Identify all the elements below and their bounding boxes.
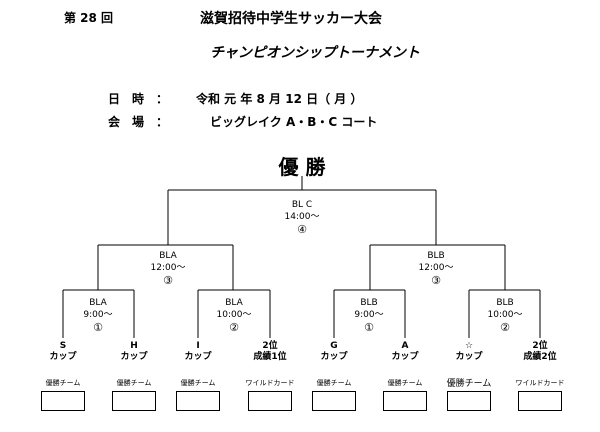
team-slot-5: G カップ: [320, 341, 347, 363]
team-name: G: [330, 341, 338, 351]
match-time: 14:00〜: [284, 212, 320, 222]
team-name: I: [196, 341, 200, 351]
champion-heading: 優 勝: [278, 155, 326, 179]
team-slot-4: 2位 成績1位: [253, 341, 286, 363]
team-note: 優勝チーム: [387, 379, 423, 387]
team-qualifier: カップ: [49, 352, 77, 362]
team-name: ☆: [464, 341, 474, 351]
team-qualifier: 成績2位: [523, 352, 557, 362]
venue-value: ビッグレイク A・B・C コート: [210, 115, 378, 129]
match-number: ③: [163, 274, 173, 287]
team-slot-7: ☆ カップ: [455, 341, 482, 363]
venue-label: 会 場 ：: [108, 115, 169, 129]
match-time: 12:00〜: [418, 263, 454, 273]
team-note: ワイルドカード: [515, 379, 565, 387]
team-note: 優勝チーム: [180, 379, 216, 387]
quarter-match-3: BLB 9:00〜 ①: [354, 297, 383, 334]
match-time: 9:00〜: [354, 310, 384, 320]
team-name: 2位: [262, 341, 278, 351]
match-court: BLB: [427, 251, 445, 261]
result-box: [383, 391, 427, 411]
team-note: 優勝チーム: [45, 379, 81, 387]
result-box: [176, 391, 220, 411]
team-name: A: [401, 341, 409, 351]
team-name: H: [130, 341, 138, 351]
quarter-match-4: BLB 10:00〜 ②: [488, 297, 523, 334]
edition-label: 第 28 回: [64, 11, 114, 25]
match-court: BL C: [291, 200, 313, 210]
match-court: BLA: [159, 251, 177, 261]
match-time: 10:00〜: [487, 310, 523, 320]
match-number: ③: [431, 274, 441, 287]
tournament-title: 滋賀招待中学生サッカー大会: [200, 11, 382, 27]
semi-match-left: BLA 12:00〜 ③: [151, 250, 186, 287]
team-slot-3: I カップ: [184, 341, 211, 363]
date-value: 令和 元 年 8 月 12 日（ 月 ）: [196, 92, 363, 106]
quarter-match-1: BLA 9:00〜 ①: [83, 297, 112, 334]
team-note: ワイルドカード: [245, 379, 295, 387]
match-time: 9:00〜: [83, 310, 113, 320]
match-court: BLA: [89, 298, 107, 308]
match-court: BLB: [496, 298, 514, 308]
result-box: [112, 391, 156, 411]
team-name: S: [59, 341, 67, 351]
team-slot-1: S カップ: [49, 341, 76, 363]
team-slot-8: 2位 成績2位: [523, 341, 556, 363]
result-box: [248, 391, 292, 411]
match-time: 12:00〜: [150, 263, 186, 273]
team-qualifier: カップ: [320, 352, 348, 362]
result-box: [447, 391, 491, 411]
team-slot-6: A カップ: [391, 341, 418, 363]
team-note: 優勝チーム: [116, 379, 152, 387]
match-court: BLA: [225, 298, 243, 308]
team-qualifier: カップ: [391, 352, 419, 362]
result-box: [518, 391, 562, 411]
match-number: ①: [364, 321, 374, 334]
team-qualifier: 成績1位: [253, 352, 287, 362]
match-number: ②: [500, 321, 510, 334]
team-qualifier: カップ: [455, 352, 483, 362]
tournament-subtitle: チャンピオンシップトーナメント: [210, 45, 420, 61]
result-box: [41, 391, 85, 411]
date-label: 日 時 ：: [108, 92, 169, 106]
team-qualifier: カップ: [120, 352, 148, 362]
match-time: 10:00〜: [216, 310, 252, 320]
team-name: 2位: [532, 341, 548, 351]
result-box: [312, 391, 356, 411]
match-number: ①: [93, 321, 103, 334]
team-note: 優勝チーム: [446, 379, 492, 389]
final-match: BL C 14:00〜 ④: [285, 199, 320, 236]
match-number: ②: [229, 321, 239, 334]
quarter-match-2: BLA 10:00〜 ②: [217, 297, 252, 334]
team-slot-2: H カップ: [120, 341, 147, 363]
match-court: BLB: [360, 298, 378, 308]
team-qualifier: カップ: [184, 352, 212, 362]
match-number: ④: [297, 223, 307, 236]
semi-match-right: BLB 12:00〜 ③: [419, 250, 454, 287]
team-note: 優勝チーム: [316, 379, 352, 387]
